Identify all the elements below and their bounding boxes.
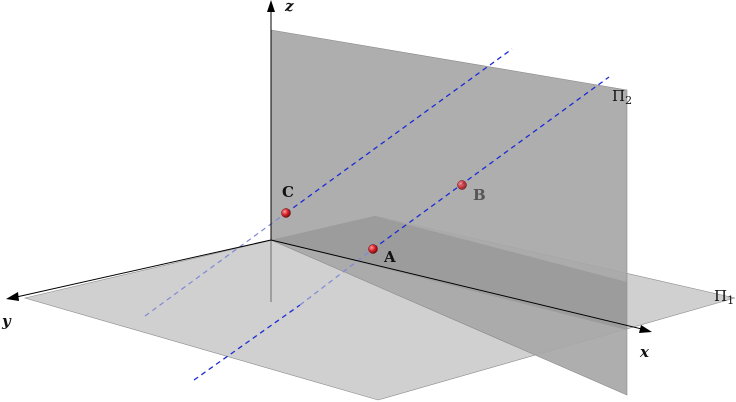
x-axis-arrowhead — [639, 325, 652, 333]
line-through-ab-mid — [299, 248, 374, 306]
y-axis-label: y — [1, 312, 12, 330]
point-c-label: C — [282, 183, 294, 201]
x-axis-label: x — [639, 343, 650, 361]
plane-p2-front-band — [271, 216, 627, 330]
line-through-ab-upper — [372, 76, 610, 250]
point-a-label: A — [383, 248, 396, 266]
y-axis — [11, 239, 272, 299]
point-b-label: B — [473, 186, 486, 204]
line-through-c — [285, 48, 513, 214]
point-b-marker — [457, 180, 467, 190]
y-axis-arrowhead — [6, 292, 19, 301]
point-a-marker — [368, 244, 378, 254]
z-axis-arrowhead — [267, 0, 275, 12]
plane-p2-label: П2 — [612, 87, 632, 107]
z-axis-label: z — [284, 0, 294, 15]
x-axis — [270, 239, 647, 331]
line-through-ab-lower — [193, 304, 301, 381]
point-c-marker — [281, 208, 291, 218]
plane-p1-label: П1 — [714, 287, 734, 307]
line-through-c-hidden — [144, 212, 287, 317]
